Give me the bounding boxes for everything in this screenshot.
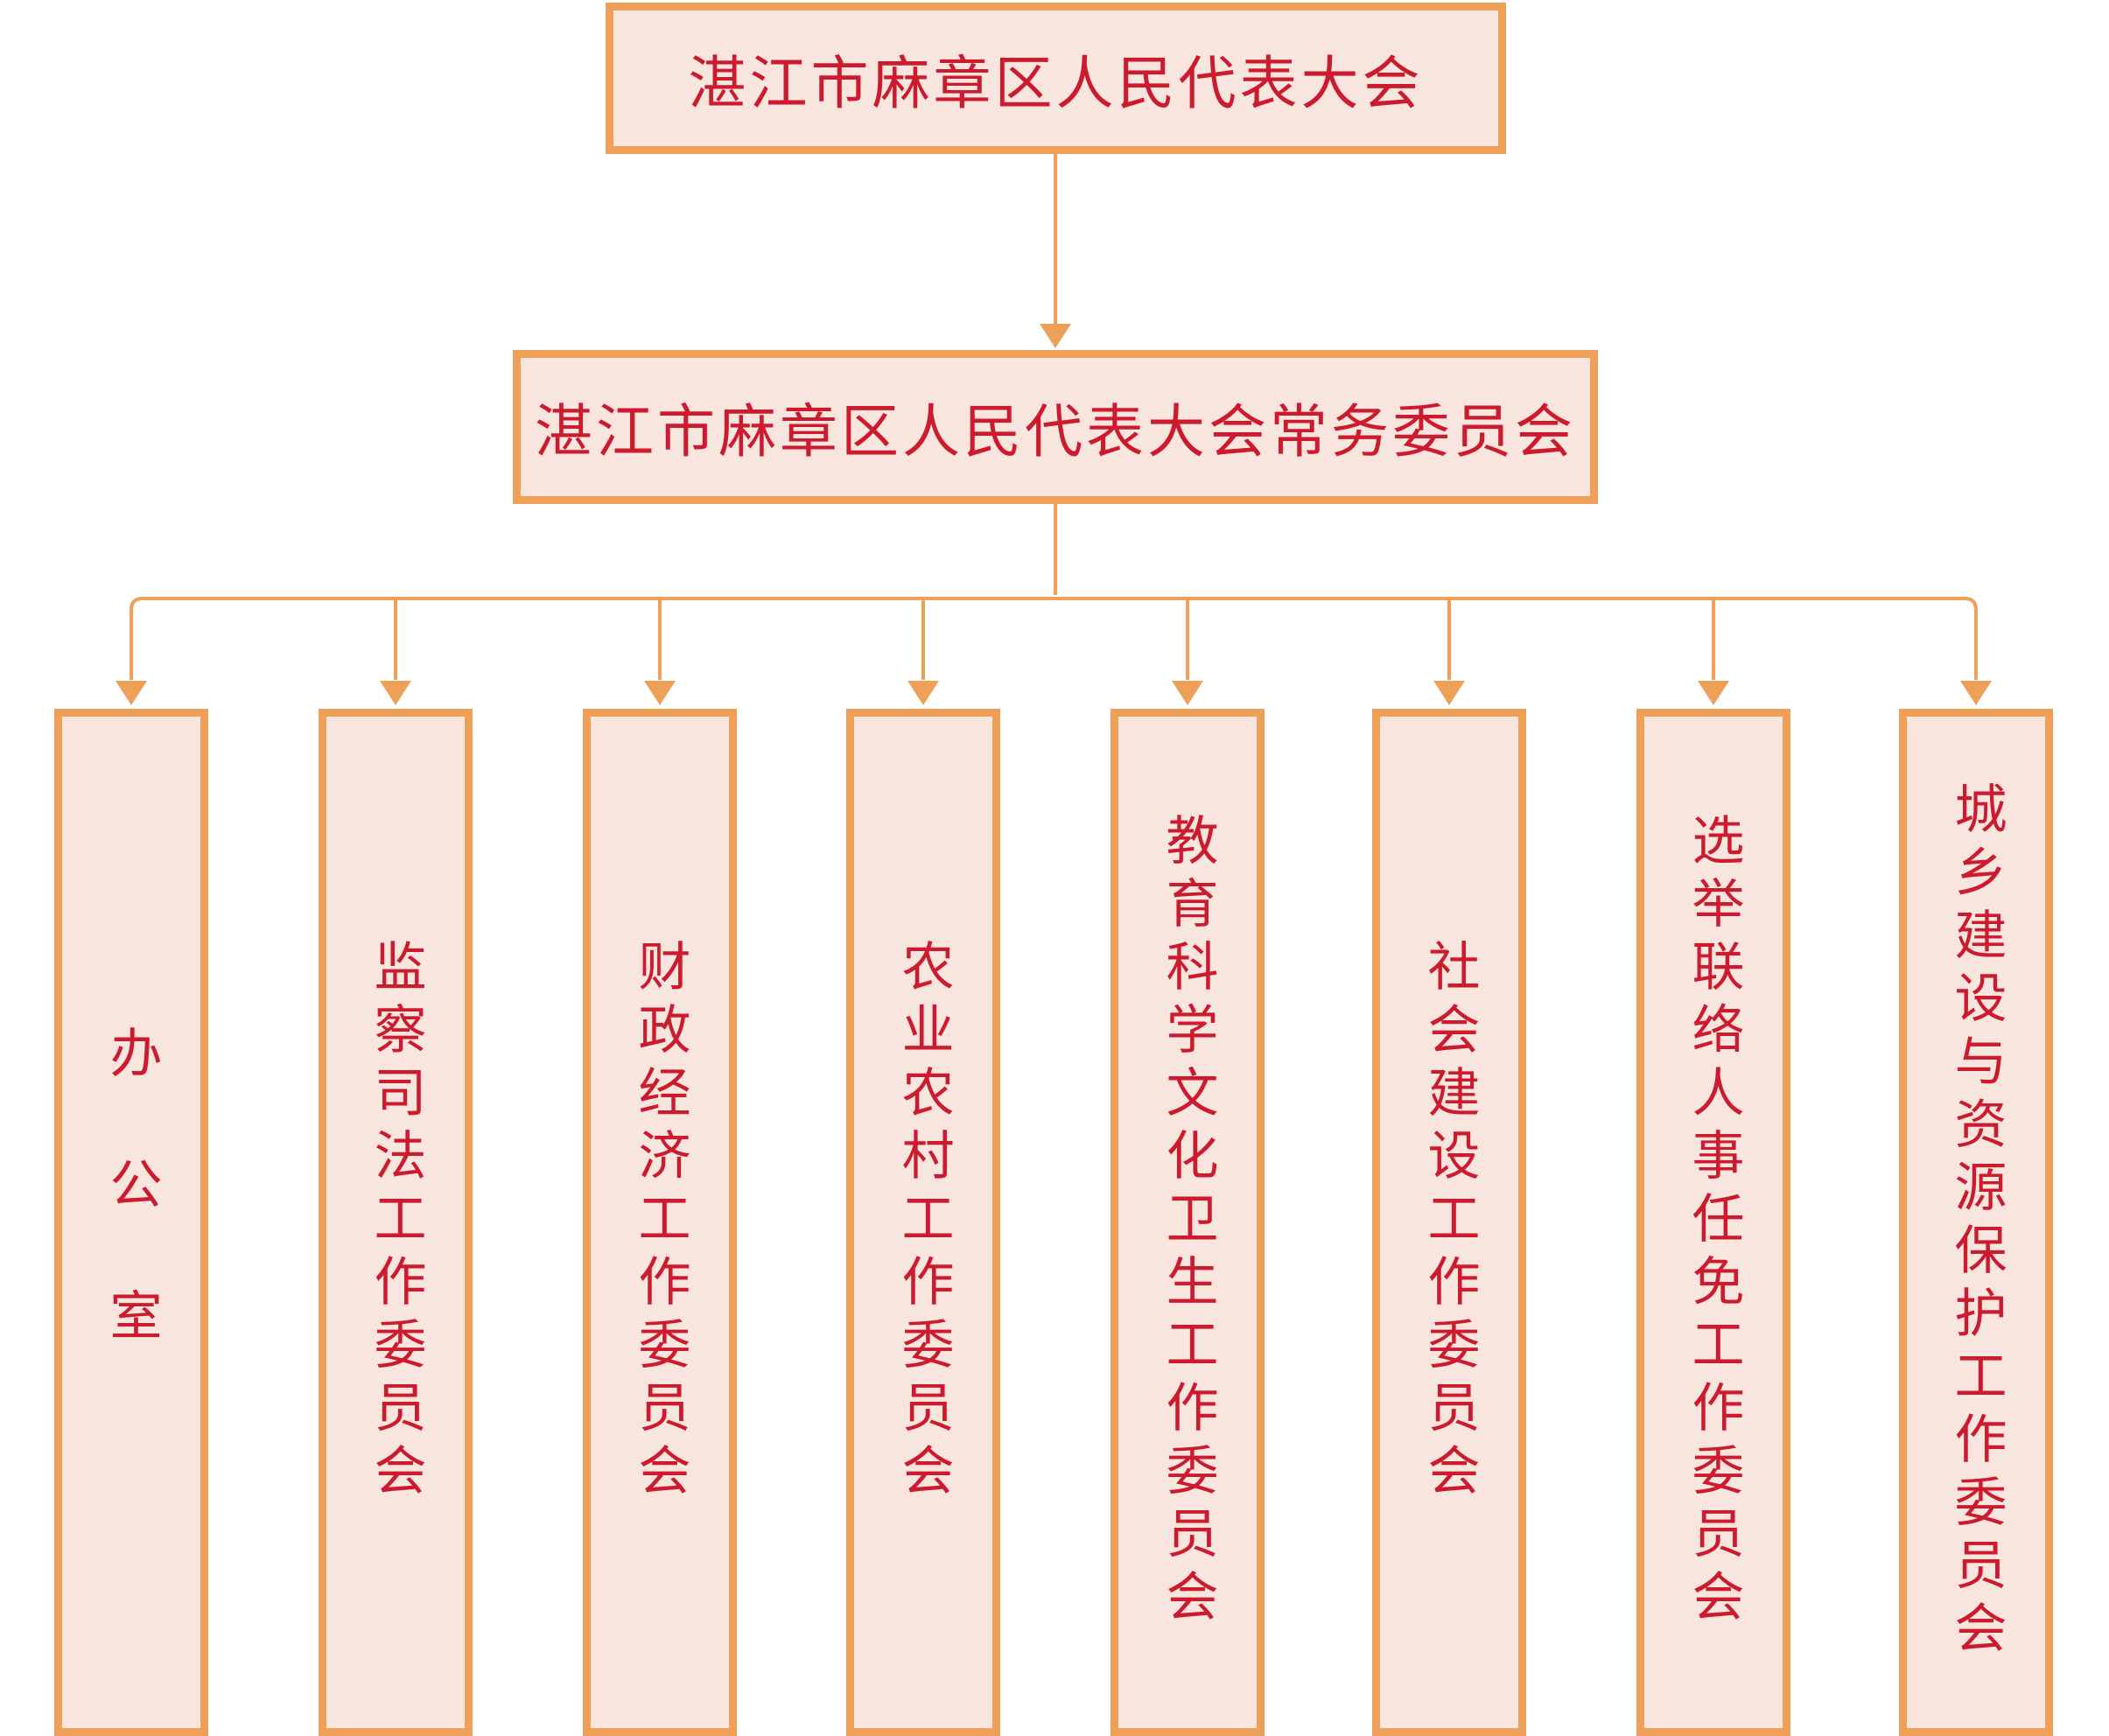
arrowhead-dept-1 [116, 681, 147, 705]
arrowhead-dept-8 [1960, 681, 1992, 705]
arrowhead-dept-7 [1698, 681, 1729, 705]
arrowhead-dept-4 [907, 681, 939, 705]
dept-node-agriculture-rural: 农业农村工作委员会 [846, 709, 1000, 1736]
dept-label: 教育科学文化卫生工作委员会 [1157, 813, 1218, 1632]
dept-node-finance-economy: 财政经济工作委员会 [583, 709, 737, 1736]
dept-label: 办公室 [101, 1026, 162, 1419]
standing-committee-node: 湛江市麻章区人民代表大会常务委员会 [513, 350, 1598, 504]
arrowhead-dept-3 [644, 681, 676, 705]
top-node-peoples-congress: 湛江市麻章区人民代表大会 [606, 3, 1506, 154]
dept-node-social-construction: 社会建设工作委员会 [1372, 709, 1526, 1736]
dept-node-election-liaison-personnel: 选举联络人事任免工作委员会 [1636, 709, 1790, 1736]
dept-node-office: 办公室 [54, 709, 208, 1736]
dept-label: 城乡建设与资源保护工作委员会 [1945, 781, 2007, 1663]
arrowhead-committee [1040, 324, 1071, 348]
dept-label: 监察司法工作委员会 [365, 939, 426, 1506]
arrowhead-dept-6 [1433, 681, 1465, 705]
arrowhead-dept-2 [380, 681, 411, 705]
standing-committee-label: 湛江市麻章区人民代表大会常务委员会 [535, 398, 1576, 466]
dept-label: 财政经济工作委员会 [629, 939, 690, 1506]
dept-label: 社会建设工作委员会 [1419, 939, 1480, 1506]
dept-node-supervision-judicial: 监察司法工作委员会 [319, 709, 473, 1736]
dept-node-education-science-culture-health: 教育科学文化卫生工作委员会 [1111, 709, 1265, 1736]
connector-horizontal-bus [130, 597, 1978, 680]
dept-label: 选举联络人事任免工作委员会 [1683, 813, 1744, 1632]
dept-node-urban-rural-construction-resources: 城乡建设与资源保护工作委员会 [1899, 709, 2053, 1736]
arrowhead-dept-5 [1172, 681, 1203, 705]
top-node-label: 湛江市麻章区人民代表大会 [688, 49, 1424, 117]
dept-label: 农业农村工作委员会 [893, 939, 954, 1506]
